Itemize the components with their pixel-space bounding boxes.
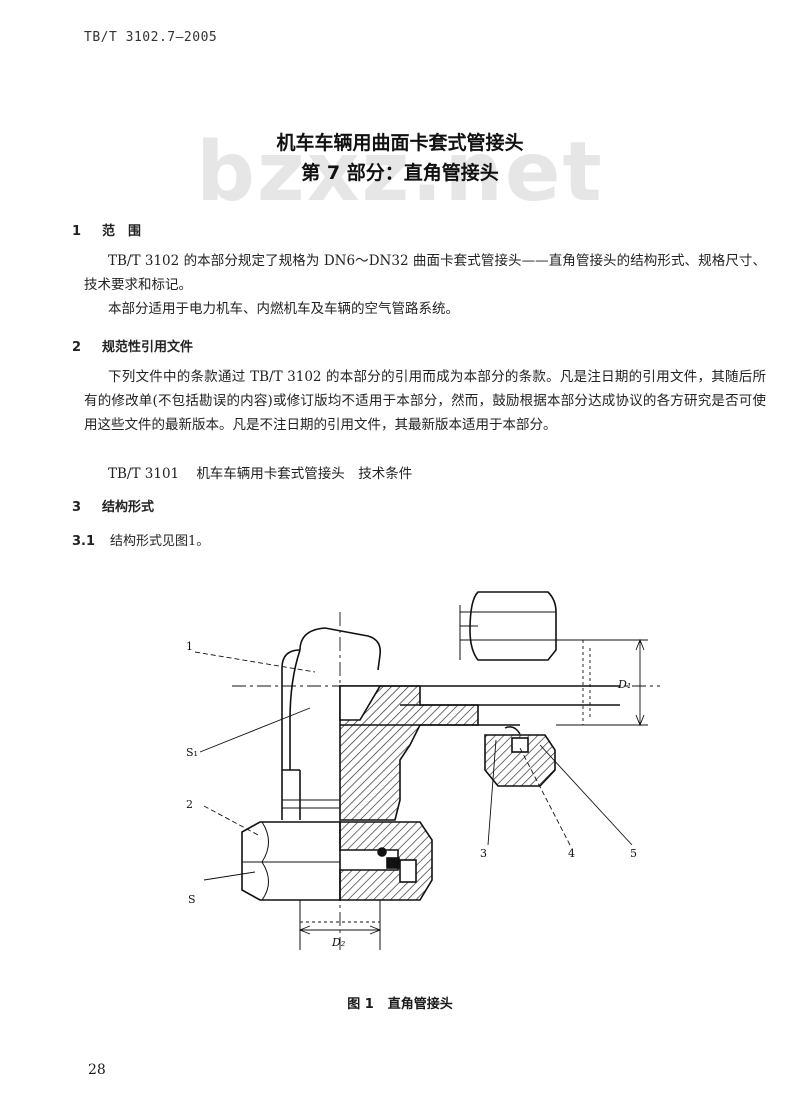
section-1-paragraph-1: TB/T 3102 的本部分规定了规格为 DN6～DN32 曲面卡套式管接头——… xyxy=(84,253,766,293)
callout-s1-label: S₁ xyxy=(186,746,198,759)
normative-reference: TB/T 3101 机车车辆用卡套式管接头 技术条件 xyxy=(108,462,412,482)
figure-title: 直角管接头 xyxy=(387,997,453,1012)
section-number: 2 xyxy=(72,340,82,355)
page-number: 28 xyxy=(88,1062,106,1078)
reference-code: TB/T 3101 xyxy=(108,466,180,482)
section-title: 规范性引用文件 xyxy=(102,340,194,355)
subsection-number: 3.1 xyxy=(72,534,96,549)
standard-code-header: TB/T 3102.7—2005 xyxy=(84,30,218,45)
section-number: 3 xyxy=(72,500,82,515)
figure-caption: 图 1 直角管接头 xyxy=(0,993,800,1012)
callout-5-label: 5 xyxy=(630,847,637,860)
section-3-heading: 3 结构形式 xyxy=(72,496,154,515)
subsection-3-1: 3.1 结构形式见图1。 xyxy=(72,530,209,549)
document-subtitle: 第 7 部分：直角管接头 xyxy=(301,162,499,184)
dimension-d2-label: D₂ xyxy=(331,936,345,949)
callout-s-label: S xyxy=(188,893,196,906)
section-number: 1 xyxy=(72,224,82,239)
section-1-heading: 1 范 围 xyxy=(72,220,141,239)
callout-4-label: 4 xyxy=(568,847,575,860)
watermark: bzxz.net xyxy=(196,125,604,220)
section-2-heading: 2 规范性引用文件 xyxy=(72,336,193,355)
section-title: 结构形式 xyxy=(102,500,155,515)
callout-3-label: 3 xyxy=(480,847,487,860)
section-1-paragraph-2: 本部分适用于电力机车、内燃机车及车辆的空气管路系统。 xyxy=(108,301,459,317)
callout-1-label: 1 xyxy=(186,640,193,653)
callout-2-label: 2 xyxy=(186,798,193,811)
section-2-paragraph-1: 下列文件中的条款通过 TB/T 3102 的本部分的引用而成为本部分的条款。凡是… xyxy=(84,369,766,433)
document-title: 机车车辆用曲面卡套式管接头 xyxy=(276,132,524,154)
reference-title: 机车车辆用卡套式管接头 技术条件 xyxy=(196,466,413,482)
dimension-d1-label: D₁ xyxy=(617,678,631,691)
subsection-text: 结构形式见图1。 xyxy=(110,534,210,549)
section-title: 范 围 xyxy=(102,224,142,239)
figure-number: 图 1 xyxy=(347,997,374,1012)
